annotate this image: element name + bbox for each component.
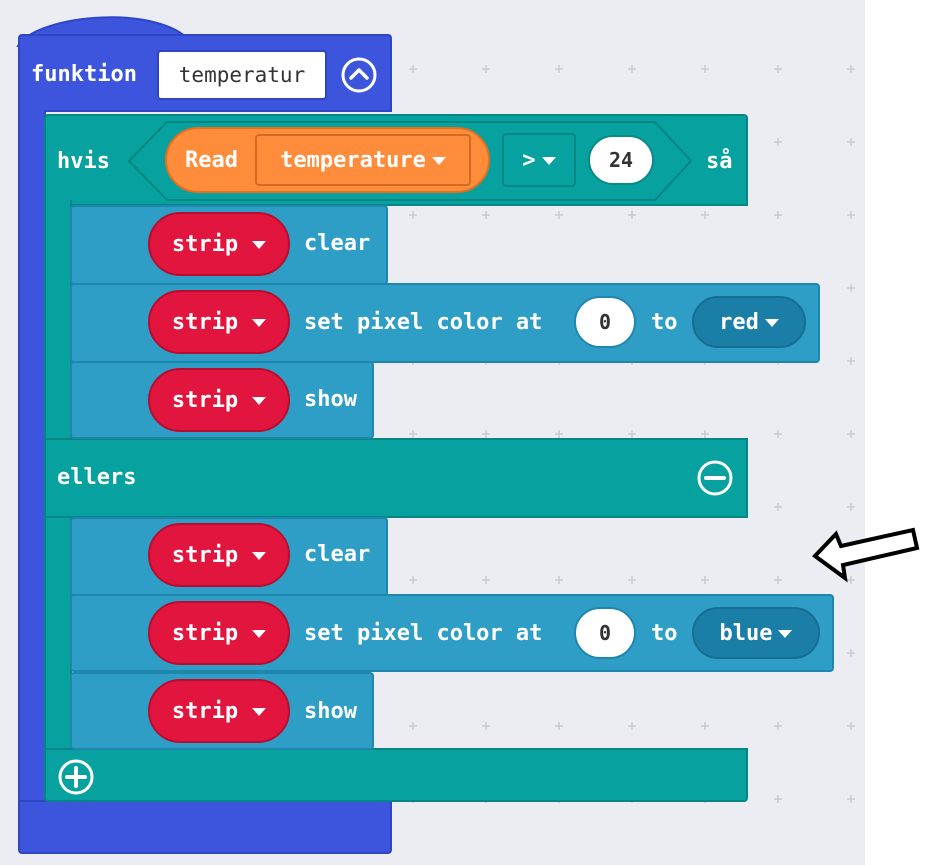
function-block-body: [18, 110, 46, 810]
plus-circle-icon[interactable]: [56, 757, 96, 797]
caret-down-icon: [431, 157, 446, 165]
function-keyword: funktion: [31, 62, 137, 87]
function-name-text: temperatur: [178, 63, 306, 87]
function-block-footer: [18, 800, 392, 854]
pixel-index-input[interactable]: 0: [574, 607, 636, 659]
read-label: Read: [185, 148, 238, 173]
set-pixel-label: set pixel color at: [304, 310, 543, 335]
strip-label: strip: [171, 620, 239, 646]
if-keyword: hvis: [57, 149, 110, 174]
caret-down-icon: [764, 319, 779, 327]
strip-label: strip: [171, 542, 239, 568]
left-arrow-outline-icon: [811, 527, 920, 583]
color-dropdown[interactable]: red: [692, 296, 806, 348]
then-keyword: så: [706, 149, 733, 174]
clear-label: clear: [304, 231, 371, 256]
show-label: show: [304, 387, 357, 412]
color-value: blue: [719, 620, 773, 646]
strip-label: strip: [171, 387, 239, 413]
strip-label: strip: [171, 698, 239, 724]
sensor-dropdown-value: temperature: [280, 147, 426, 173]
color-dropdown[interactable]: blue: [692, 607, 820, 659]
caret-down-icon: [252, 708, 267, 716]
operator-dropdown[interactable]: >: [502, 133, 576, 187]
strip-label: strip: [171, 231, 239, 257]
else-keyword: ellers: [57, 465, 137, 490]
strip-label: strip: [171, 309, 239, 335]
else-section-header: [44, 438, 748, 518]
show-label: show: [304, 699, 357, 724]
pixel-index-input[interactable]: 0: [574, 296, 636, 348]
caret-down-icon: [778, 630, 793, 638]
chevron-up-circle-icon[interactable]: [340, 56, 378, 94]
strip-variable-dropdown[interactable]: strip: [148, 212, 290, 276]
strip-variable-dropdown[interactable]: strip: [148, 290, 290, 354]
strip-variable-dropdown[interactable]: strip: [148, 523, 290, 587]
threshold-input[interactable]: 24: [588, 135, 654, 185]
clear-label: clear: [304, 542, 371, 567]
sensor-dropdown[interactable]: temperature: [255, 134, 471, 186]
if-else-block-footer: [44, 748, 748, 802]
color-value: red: [719, 309, 759, 335]
caret-down-icon: [541, 157, 556, 165]
strip-variable-dropdown[interactable]: strip: [148, 368, 290, 432]
to-label: to: [651, 621, 678, 646]
caret-down-icon: [252, 397, 267, 405]
strip-variable-dropdown[interactable]: strip: [148, 601, 290, 665]
set-pixel-label: set pixel color at: [304, 621, 543, 646]
operator-value: >: [522, 147, 536, 173]
function-name-input[interactable]: temperatur: [157, 50, 327, 100]
read-sensor-block[interactable]: Read temperature: [165, 127, 490, 193]
to-label: to: [651, 310, 678, 335]
caret-down-icon: [252, 319, 267, 327]
caret-down-icon: [252, 552, 267, 560]
caret-down-icon: [252, 630, 267, 638]
minus-circle-icon[interactable]: [695, 458, 735, 498]
strip-variable-dropdown[interactable]: strip: [148, 679, 290, 743]
caret-down-icon: [252, 241, 267, 249]
